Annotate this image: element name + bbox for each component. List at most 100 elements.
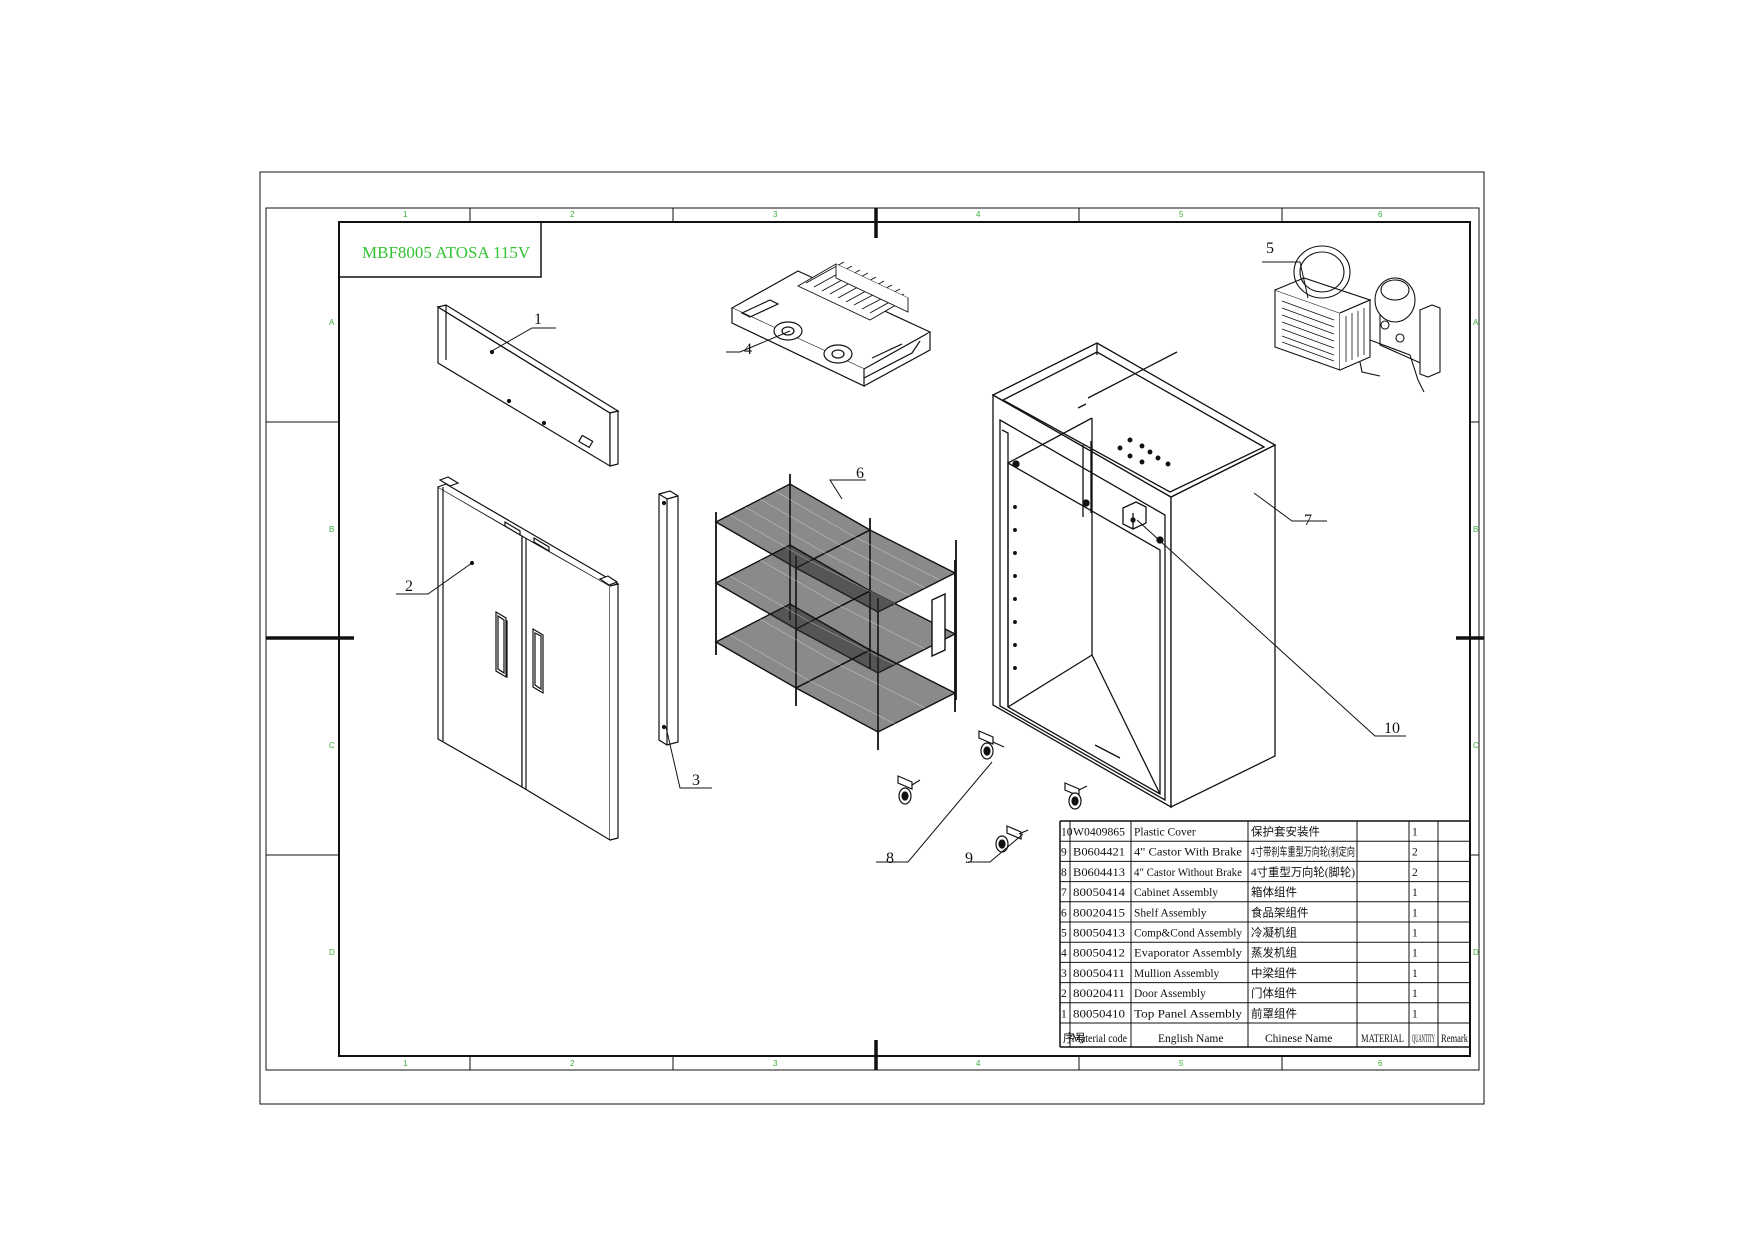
zone-row-label: B <box>1473 525 1478 534</box>
zone-row-label: C <box>1473 741 1479 750</box>
bom-grid <box>1059 820 1471 1048</box>
castor-with-brake <box>978 730 1005 760</box>
callout-2: 2 <box>405 578 413 595</box>
zone-row-label: A <box>1473 318 1479 327</box>
bom-cell-code: W0409865 <box>1073 827 1125 839</box>
callout-8: 8 <box>886 850 894 867</box>
zone-labels: 1 2 3 4 5 6 1 2 3 4 5 6 A B C D A B C D <box>329 210 1479 1068</box>
bom-cell-no: 7 <box>1061 887 1067 899</box>
bom-cell-quantity: 1 <box>1412 827 1418 839</box>
bom-cell-quantity: 1 <box>1412 928 1418 940</box>
bom-cell-quantity: 1 <box>1412 968 1418 980</box>
bom-cell-english: 4" Castor With Brake <box>1134 847 1242 859</box>
bom-header-english: English Name <box>1158 1033 1223 1045</box>
bom-cell-english: 4" Castor Without Brake <box>1134 867 1242 879</box>
zone-col-label: 4 <box>976 1059 981 1068</box>
bom-cell-no: 3 <box>1061 968 1067 980</box>
zone-col-label: 5 <box>1179 210 1184 219</box>
callout-5: 5 <box>1266 240 1274 257</box>
callout-6: 6 <box>856 465 864 482</box>
bom-cell-quantity: 1 <box>1412 948 1418 960</box>
comp-cond-assembly <box>1274 245 1441 393</box>
bom-cell-chinese: 中梁组件 <box>1251 966 1297 980</box>
bom-cell-chinese: 保护套安装件 <box>1251 825 1320 839</box>
title-box: MBF8005 ATOSA 115V <box>338 221 542 278</box>
bom-cell-no: 10 <box>1061 827 1073 839</box>
bom-cell-no: 6 <box>1061 907 1067 919</box>
zone-col-label: 5 <box>1179 1059 1184 1068</box>
zone-row-label: D <box>1473 948 1479 957</box>
bom-cell-no: 1 <box>1061 1008 1067 1020</box>
evaporator-coil <box>797 261 909 321</box>
shelf-tier-middle <box>714 544 957 674</box>
bom-header-no: 序号 <box>1063 1031 1086 1045</box>
evaporator-fans <box>773 321 853 364</box>
zone-col-label: 3 <box>773 210 778 219</box>
castor-without-brake <box>1064 782 1088 810</box>
bom-cell-english: Top Panel Assembly <box>1134 1008 1242 1020</box>
bom-cell-english: Evaporator Assembly <box>1134 948 1242 960</box>
bom-cell-code: 80020415 <box>1073 907 1125 919</box>
bom-cell-chinese: 食品架组件 <box>1251 905 1309 919</box>
bom-cell-code: 80050413 <box>1073 928 1125 940</box>
callout-3: 3 <box>692 772 700 789</box>
bom-cell-quantity: 2 <box>1412 847 1418 859</box>
zone-row-label: B <box>329 525 334 534</box>
bom-cell-no: 2 <box>1061 988 1067 1000</box>
zone-row-label: D <box>329 948 335 957</box>
castor-with-brake <box>995 825 1029 853</box>
door-assembly <box>437 476 620 842</box>
bom-cell-quantity: 2 <box>1412 867 1418 879</box>
zone-col-label: 1 <box>403 210 408 219</box>
bom-cell-chinese: 蒸发机组 <box>1251 946 1297 960</box>
bom-header-row: 序号 Material code English Name Chinese Na… <box>1063 1031 1468 1045</box>
bom-header-code: Material code <box>1072 1033 1127 1045</box>
bom-cell-code: 80050412 <box>1073 948 1125 960</box>
cabinet-top-holes <box>1117 437 1171 467</box>
bom-header-material: MATERIAL <box>1361 1033 1404 1045</box>
bom-cell-code: 80050410 <box>1073 1008 1125 1020</box>
bom-cell-english: Shelf Assembly <box>1134 907 1207 919</box>
bom-row: 4 80050412 Evaporator Assembly 蒸发机组 1 <box>1061 946 1418 960</box>
condenser-grille <box>1281 300 1365 362</box>
bom-cell-chinese: 门体组件 <box>1251 986 1297 1000</box>
bom-cell-quantity: 1 <box>1412 1008 1418 1020</box>
zone-col-label: 1 <box>403 1059 408 1068</box>
bom-cell-code: B0604413 <box>1073 867 1125 879</box>
zone-col-label: 2 <box>570 1059 575 1068</box>
zone-col-label: 6 <box>1378 1059 1383 1068</box>
castors <box>897 730 1088 853</box>
bom-cell-chinese: 前罩组件 <box>1251 1006 1297 1020</box>
zone-col-label: 3 <box>773 1059 778 1068</box>
bom-cell-code: 80050414 <box>1073 887 1125 899</box>
zone-col-label: 2 <box>570 210 575 219</box>
bom-cell-chinese: 4寸带刹车重型万向轮(刹定向 <box>1251 845 1355 859</box>
center-marks <box>266 208 1484 1070</box>
mullion-assembly <box>658 490 679 746</box>
bom-cell-no: 4 <box>1061 948 1067 960</box>
shelf-tier-bottom <box>714 603 957 733</box>
bom-row: 1 80050410 Top Panel Assembly 前罩组件 1 <box>1061 1006 1418 1020</box>
bom-cell-code: 80050411 <box>1073 968 1125 980</box>
zone-col-label: 6 <box>1378 210 1383 219</box>
bom-cell-no: 9 <box>1061 847 1067 859</box>
bom-cell-chinese: 箱体组件 <box>1251 885 1297 899</box>
top-panel-assembly <box>436 304 620 468</box>
callout-7: 7 <box>1304 512 1312 529</box>
plastic-cover <box>1122 501 1147 530</box>
zone-row-label: A <box>329 318 335 327</box>
callout-leaders <box>396 261 1406 863</box>
bom-cell-chinese: 4寸重型万向轮(脚轮) <box>1251 865 1355 879</box>
zone-row-label: C <box>329 741 335 750</box>
cabinet-side-holes <box>1013 505 1017 670</box>
callout-numbers: 1 2 3 4 5 6 7 8 9 10 <box>405 240 1400 867</box>
evaporator-assembly <box>730 261 932 387</box>
